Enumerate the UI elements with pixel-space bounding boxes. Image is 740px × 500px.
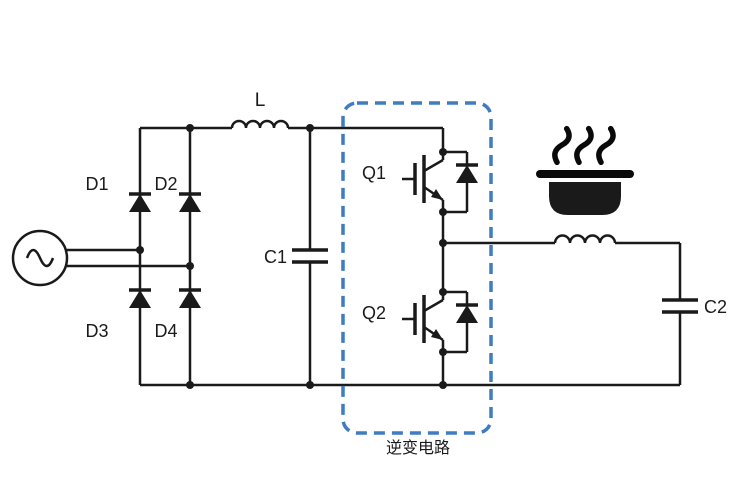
label-d1: D1 (85, 174, 108, 194)
label-inductor-L: L (255, 90, 266, 111)
inductor-L-coil (230, 119, 290, 129)
label-q1: Q1 (362, 163, 386, 183)
label-q2: Q2 (362, 303, 386, 323)
pot-body (549, 182, 621, 215)
label-inverter-box: 逆变电路 (386, 439, 450, 457)
label-c1: C1 (264, 247, 287, 267)
diode-d1 (129, 192, 151, 212)
diode-q2-antiparallel (443, 290, 478, 354)
label-d3: D3 (85, 321, 108, 341)
ac-source-icon (11, 229, 190, 287)
diode-d3 (129, 288, 151, 308)
bridge-rectifier (129, 128, 201, 385)
junction-dots (136, 124, 447, 389)
capacitor-c2 (662, 243, 698, 385)
igbt-q2 (402, 243, 478, 385)
cooking-pot-icon (536, 125, 634, 215)
diode-d2 (179, 192, 201, 212)
diode-q1-antiparallel (443, 150, 478, 214)
emitter-arrow (431, 329, 443, 340)
diode-d4 (179, 288, 201, 308)
emitter-arrow (431, 189, 443, 200)
igbt-q1 (402, 128, 478, 243)
label-d2: D2 (154, 174, 177, 194)
work-coil (553, 234, 617, 244)
steam-icon (552, 125, 616, 166)
capacitor-c1 (292, 128, 328, 385)
label-c2: C2 (704, 297, 727, 317)
inverter-box-border (341, 101, 493, 435)
label-d4: D4 (154, 321, 177, 341)
